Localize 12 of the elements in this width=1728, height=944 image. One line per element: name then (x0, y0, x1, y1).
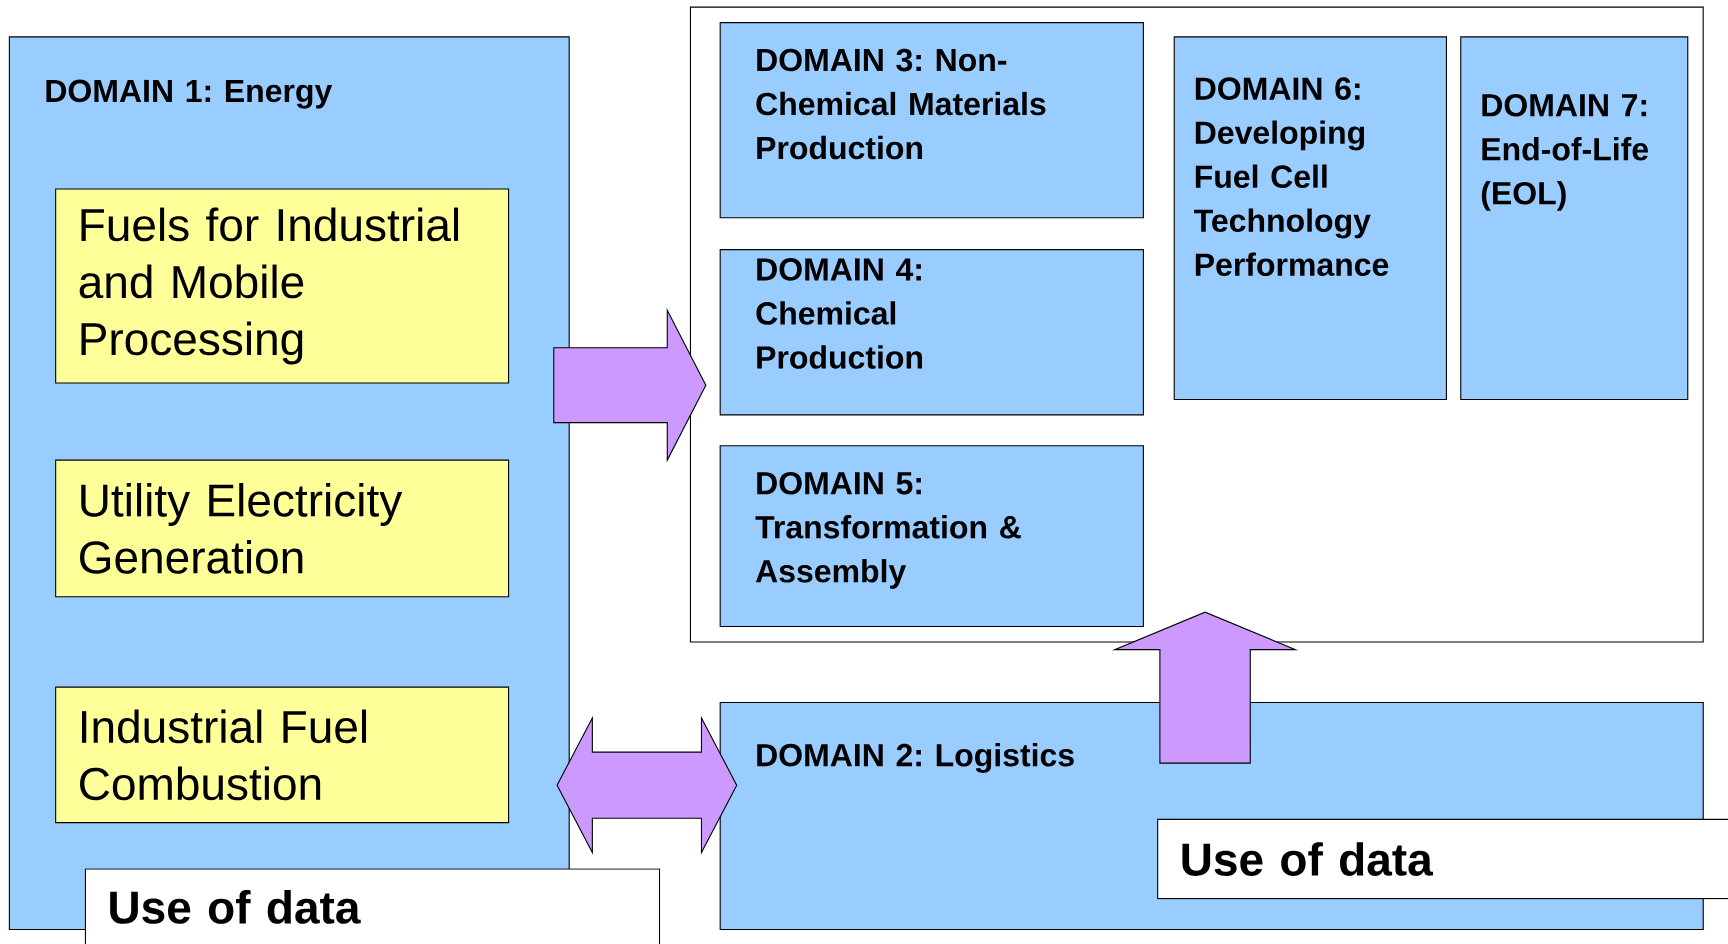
domain-box: DOMAIN 5: Transformation & Assembly (719, 445, 1144, 627)
process-box: Fuels for Industrial and Mobile Processing (55, 188, 510, 384)
block-arrow (553, 307, 707, 463)
domain-box: DOMAIN 7: End-of-Life (EOL) (1460, 36, 1689, 400)
domain-box: DOMAIN 4: Chemical Production (719, 248, 1144, 416)
process-box: Utility Electricity Generation (55, 459, 510, 598)
block-arrow (556, 715, 738, 855)
domain-box: DOMAIN 3: Non-Chemical Materials Production (719, 21, 1144, 219)
note-box: Use of data (84, 868, 661, 944)
process-box: Industrial Fuel Combustion (55, 686, 510, 823)
block-arrow (1111, 611, 1299, 764)
domain-box: DOMAIN 6: Developing Fuel Cell Technology Performance (1173, 36, 1447, 400)
